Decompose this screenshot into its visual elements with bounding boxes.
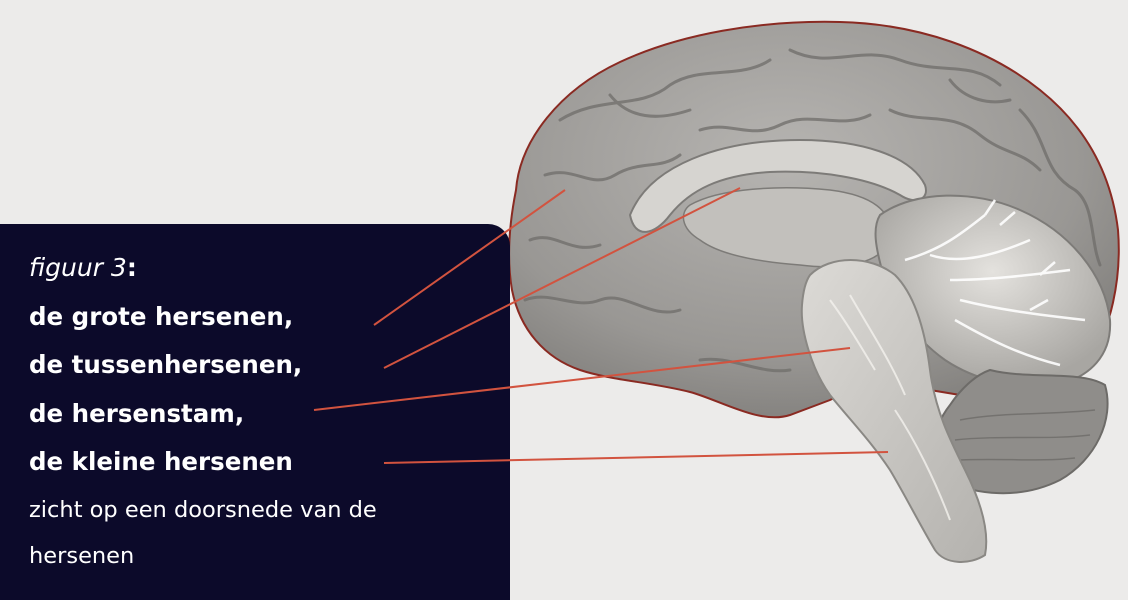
- caption-panel: figuur 3: de grote hersenen, de tussenhe…: [0, 224, 510, 600]
- figure-title: figuur 3:: [29, 244, 510, 293]
- label-diencephalon: de tussenhersenen,: [29, 341, 510, 390]
- label-cerebrum: de grote hersenen,: [29, 293, 510, 342]
- figure-label: figuur 3: [29, 253, 127, 282]
- label-cerebellum: de kleine hersenen: [29, 438, 510, 487]
- caption-description-line-1: zicht op een doorsnede van de: [29, 487, 510, 533]
- caption-description-line-2: hersenen: [29, 533, 510, 579]
- label-brainstem: de hersenstam,: [29, 390, 510, 439]
- figure-colon: :: [127, 253, 137, 282]
